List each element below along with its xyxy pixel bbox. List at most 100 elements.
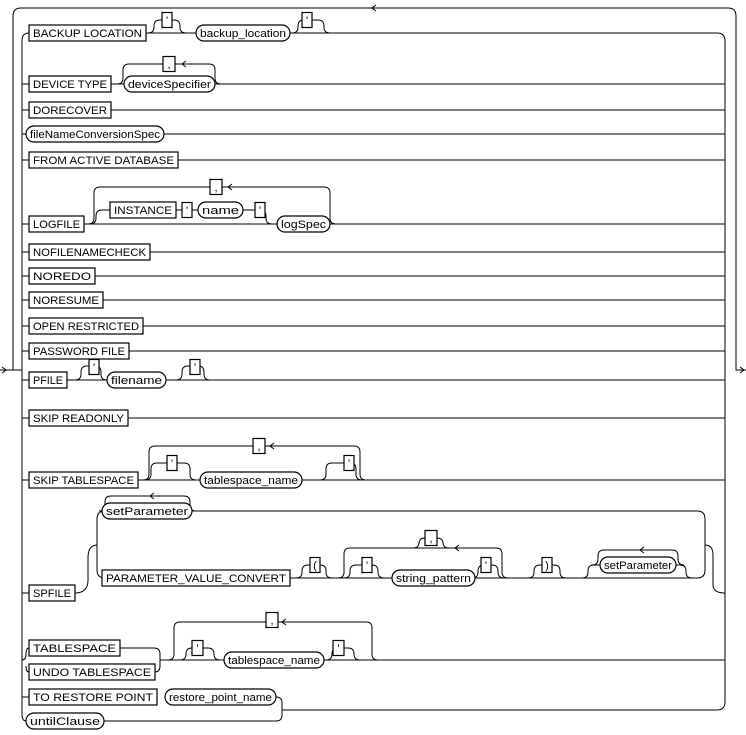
quote-box: ' — [254, 201, 266, 219]
term-label: PASSWORD FILE — [33, 346, 125, 358]
right-rail — [330, 32, 726, 711]
pfile-keyword: PFILE — [28, 371, 68, 389]
term-label: , — [270, 615, 273, 627]
nonterminal-oval — [599, 556, 677, 574]
keyword-box — [28, 101, 112, 119]
term-label: SKIP READONLY — [33, 413, 125, 425]
nonterminal-oval — [276, 215, 331, 233]
backup-location-param: backup_location — [195, 24, 291, 42]
diagram-arrows — [1, 4, 745, 626]
term-label: tablespace_name — [228, 655, 320, 667]
term-label: ( — [313, 560, 317, 572]
branch-line — [319, 462, 363, 481]
left-rail — [21, 32, 30, 690]
keyword-box — [101, 569, 291, 587]
branch-line — [89, 209, 273, 225]
term-label: UNDO TABLESPACE — [33, 667, 151, 679]
nonterminal-oval — [197, 201, 244, 219]
keyword-box — [28, 24, 147, 42]
spfile-keyword: SPFILE — [28, 584, 76, 602]
connector-line — [704, 544, 726, 594]
quote-box: ' — [166, 454, 178, 472]
term-label: PARAMETER_VALUE_CONVERT — [106, 573, 286, 585]
connector-line — [192, 510, 706, 579]
branch-line — [591, 549, 685, 566]
connector-line — [22, 696, 717, 722]
keyword-box — [181, 201, 193, 219]
term-label: untilClause — [30, 716, 100, 728]
nonterminal-oval — [25, 712, 105, 730]
quote-box: ' — [161, 11, 173, 29]
keyword-box — [301, 11, 313, 29]
from-active-database-keyword: FROM ACTIVE DATABASE — [28, 151, 179, 169]
arrow-icon — [149, 492, 155, 500]
term-label: ' — [166, 15, 168, 27]
nonterminal-oval — [25, 125, 165, 143]
keyword-box — [28, 75, 112, 93]
skip-tablespace-keyword: SKIP TABLESPACE — [28, 471, 139, 489]
term-label: ' — [196, 643, 198, 655]
comma-box: , — [209, 178, 223, 196]
nonterminal-oval — [164, 688, 277, 706]
keyword-box — [109, 201, 177, 219]
keyword-box — [28, 243, 151, 261]
set-parameter-param: setParameter — [101, 502, 193, 520]
keyword-box — [480, 556, 492, 574]
keyword-box — [161, 11, 173, 29]
term-label: deviceSpecifier — [128, 79, 211, 91]
keyword-box — [88, 358, 100, 376]
term-label: ' — [186, 205, 188, 217]
name-param: name — [197, 201, 244, 219]
term-label: LOGFILE — [33, 219, 80, 231]
arrow-icon — [739, 366, 745, 374]
connector-line — [120, 647, 725, 673]
term-label: TABLESPACE — [33, 643, 116, 655]
term-label: setParameter — [604, 560, 672, 572]
quote-box: ' — [332, 639, 345, 657]
right-paren-box: ) — [541, 556, 553, 574]
keyword-box — [28, 291, 104, 309]
nonterminal-oval — [123, 75, 216, 93]
nonterminal-oval — [106, 371, 167, 389]
left-rail — [21, 690, 27, 722]
term-label: backup_location — [200, 28, 286, 40]
string-pattern-param: string_pattern — [391, 569, 476, 587]
term-label: FROM ACTIVE DATABASE — [33, 155, 174, 167]
password-file-keyword: PASSWORD FILE — [28, 342, 130, 360]
filename-param: filename — [106, 371, 167, 389]
term-label: ' — [337, 643, 339, 655]
restore-point-name-param: restore_point_name — [164, 688, 277, 706]
quote-box: ' — [88, 358, 100, 376]
keyword-box — [28, 584, 76, 602]
term-label: tablespace_name — [204, 475, 298, 487]
term-label: restore_point_name — [169, 692, 272, 704]
keyword-box — [28, 371, 68, 389]
term-label: SKIP TABLESPACE — [33, 475, 134, 487]
quote-box: ' — [361, 556, 373, 574]
comma-box: , — [424, 529, 438, 547]
tablespace-name-param: tablespace_name — [223, 651, 325, 669]
arrow-icon — [639, 546, 645, 554]
term-label: DEVICE TYPE — [33, 79, 107, 91]
keyword-box — [28, 267, 96, 285]
term-label: , — [214, 182, 217, 194]
keyword-box — [189, 358, 201, 376]
log-spec-param: logSpec — [276, 215, 331, 233]
backup-location-keyword: BACKUP LOCATION — [28, 24, 147, 42]
arrow-icon — [1, 366, 7, 374]
arrow-icon — [227, 183, 233, 191]
keyword-box — [265, 611, 279, 629]
file-name-conversion-spec-param: fileNameConversionSpec — [25, 125, 165, 143]
keyword-box — [28, 639, 121, 657]
connector-line — [74, 510, 106, 594]
term-label: ' — [93, 362, 95, 374]
instance-keyword: INSTANCE — [109, 201, 177, 219]
diagram-nodes: BACKUP LOCATION ' backup_location ' DEVICE T… — [25, 11, 677, 730]
nonterminal-oval — [223, 651, 325, 669]
term-label: NOFILENAMECHECK — [33, 247, 147, 259]
term-label: DORECOVER — [33, 105, 107, 117]
left-paren-box: ( — [309, 556, 321, 574]
term-label: SPFILE — [33, 588, 71, 600]
keyword-box — [343, 454, 355, 472]
